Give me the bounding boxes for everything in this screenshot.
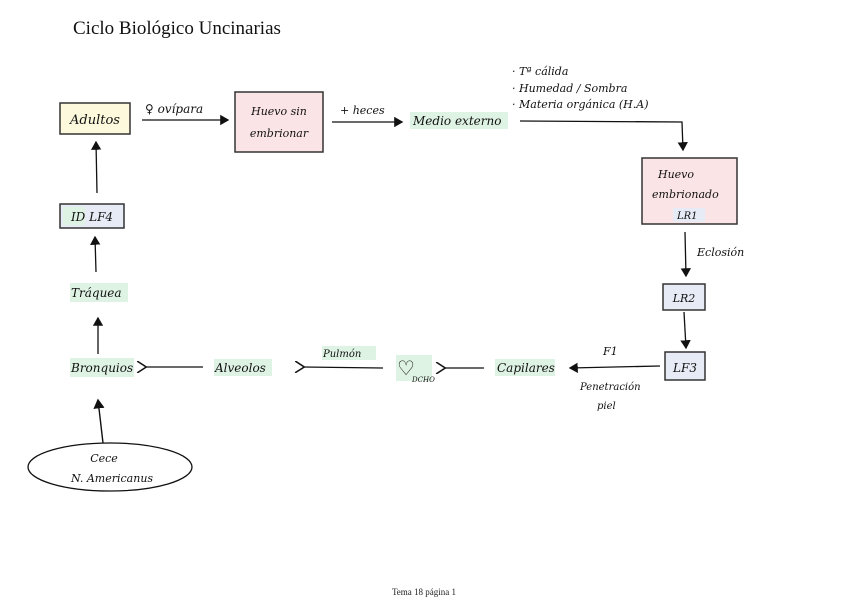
node-huevo-sin-line2: embrionar [250, 127, 309, 140]
edge-label-eclosion: Eclosión [696, 246, 744, 259]
edge-label-pulmon: Pulmón [322, 349, 361, 360]
node-huevo-sin-embrionar: Huevo sin embrionar [234, 91, 324, 153]
condition-humedad: · Humedad / Sombra [512, 82, 627, 95]
node-corazon-sub: DCHO [411, 376, 435, 384]
node-huevo-emb-line3: LR1 [676, 211, 698, 222]
highlight-pulmon [322, 346, 376, 360]
highlight-capilares [495, 359, 555, 376]
node-capilares: Capilares [497, 361, 555, 375]
node-traquea: Tráquea [71, 286, 122, 300]
edge-medio-huevo-embrionado [519, 120, 688, 152]
node-adultos: Adultos [59, 102, 131, 135]
edge-label-penetracion-1: Penetración [579, 382, 641, 393]
node-origen-line1: Cece [90, 452, 118, 465]
page-title: Ciclo Biológico Uncinarias [73, 18, 281, 39]
node-lr2-label: LR2 [672, 292, 696, 305]
node-huevo-sin-line1: Huevo sin [250, 105, 307, 118]
page-footer: Tema 18 página 1 [391, 587, 457, 597]
heart-icon: ♡ [397, 356, 415, 380]
edge-origen-bronquios [93, 398, 105, 444]
highlight-traquea [70, 283, 128, 302]
node-lf3: LF3 [664, 351, 706, 381]
edge-label-penetracion-2: piel [597, 401, 616, 412]
node-bronquios: Bronquios [70, 361, 133, 375]
node-origen-line2: N. Americanus [70, 472, 153, 485]
edge-label-f1: F1 [602, 345, 618, 358]
node-lr2: LR2 [662, 283, 706, 311]
node-alveolos: Alveolos [214, 361, 266, 375]
node-huevo-emb-line1: Huevo [657, 168, 694, 181]
node-medio-externo: Medio externo [412, 114, 501, 128]
edge-lf3-capilares [568, 362, 661, 374]
edge-traquea-idlf4 [90, 235, 101, 273]
edge-label-heces: + heces [340, 104, 385, 117]
condition-materia-organica: · Materia orgánica (H.A) [512, 98, 649, 111]
highlight-medio-externo [410, 112, 508, 129]
node-huevo-embrionado: Huevo embrionado LR1 [641, 157, 738, 225]
node-id-lf4: ID LF4 [59, 203, 125, 229]
highlight-corazon [396, 355, 432, 381]
edge-eclosion [680, 231, 692, 278]
node-lf3-label: LF3 [672, 361, 697, 375]
edge-corazon-alveolos [303, 367, 384, 368]
node-huevo-emb-line2: embrionado [652, 188, 719, 201]
node-origen-especie: Cece N. Americanus [27, 442, 193, 492]
highlight-alveolos [214, 359, 272, 376]
edge-label-ovipara: ♀ ovípara [145, 102, 203, 116]
highlight-bronquios [70, 358, 134, 377]
node-id-lf4-label: ID LF4 [70, 210, 113, 224]
node-adultos-label: Adultos [69, 113, 120, 128]
edge-idlf4-adultos [90, 140, 102, 194]
condition-temperatura: · Tª cálida [512, 65, 568, 78]
edge-lr2-lf3 [680, 311, 691, 350]
